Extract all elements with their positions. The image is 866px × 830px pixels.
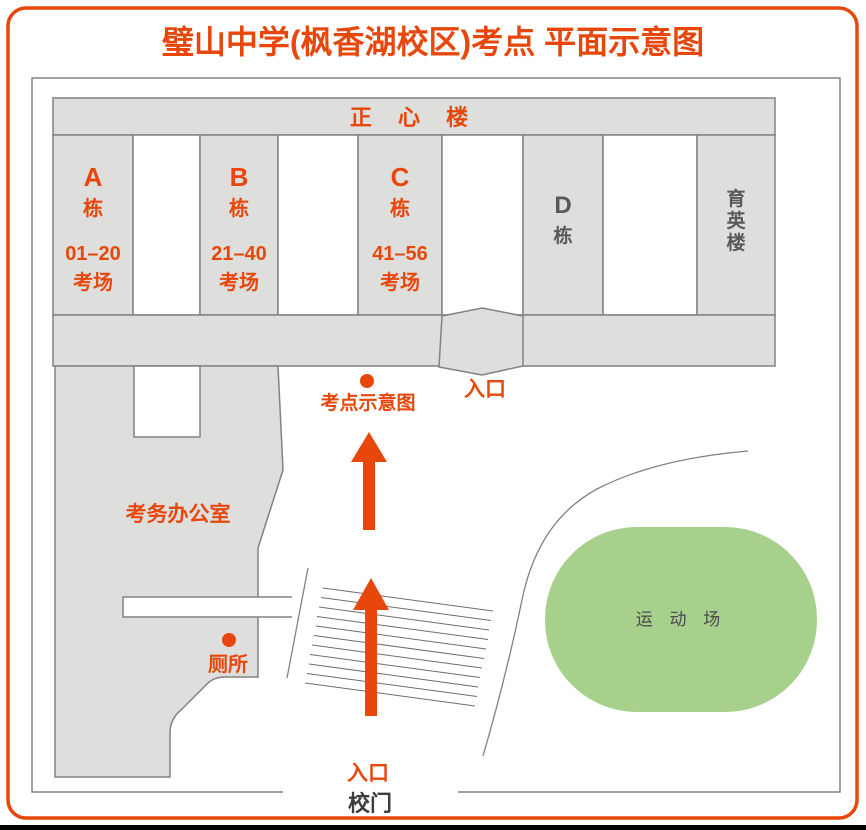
outer-frame	[6, 6, 859, 820]
building-b-letter: B	[230, 162, 249, 192]
route-arrow-upper	[351, 432, 387, 530]
school-gate-label: 校门	[348, 791, 392, 816]
gap-a-b	[132, 134, 201, 316]
building-b	[199, 134, 279, 316]
building-c-range: 41–56	[372, 243, 428, 265]
building-a-range: 01–20	[65, 243, 121, 265]
building-d	[522, 134, 604, 316]
building-yuying	[696, 134, 776, 316]
page-title: 璧山中学(枫香湖校区)考点 平面示意图	[162, 24, 704, 60]
building-zhengxin-label: 正 心 楼	[350, 105, 478, 130]
building-c-letter: C	[391, 162, 410, 192]
bottom-edge-strip	[0, 825, 866, 830]
building-a-unit: 栋	[83, 196, 103, 220]
route-arrow-lower	[353, 578, 389, 716]
entrance-bottom-label: 入口	[347, 762, 389, 785]
gap-c-d-passage	[441, 134, 524, 316]
entrance-mid-label: 入口	[464, 378, 506, 401]
building-a-letter: A	[84, 162, 103, 192]
building-c-unit: 栋	[390, 196, 410, 220]
building-d-unit: 栋	[553, 224, 572, 247]
building-yuying-label-1: 育	[726, 187, 745, 210]
building-zhengxin	[52, 97, 776, 136]
office-slot	[122, 596, 292, 618]
building-b-unit: 栋	[229, 196, 249, 220]
site-marker-label: 考点示意图	[320, 391, 415, 414]
entrance-passage	[438, 307, 524, 376]
building-b-range: 21–40	[211, 243, 267, 265]
corridor	[52, 314, 776, 367]
toilet-label: 厕所	[208, 653, 248, 676]
site-marker-dot	[360, 374, 374, 388]
building-c	[357, 134, 443, 316]
building-yuying-label-3: 楼	[726, 231, 745, 254]
building-c-rooms: 考场	[380, 270, 420, 294]
office-notch	[133, 365, 201, 438]
gap-b-c	[277, 134, 359, 316]
sports-field	[545, 527, 817, 712]
exam-office-block	[54, 365, 284, 778]
building-b-rooms: 考场	[219, 270, 259, 294]
building-yuying-label-2: 英	[726, 209, 746, 232]
exam-office-label: 考务办公室	[126, 502, 231, 526]
sports-field-label: 运 动 场	[636, 610, 726, 629]
building-a-rooms: 考场	[73, 270, 113, 294]
gap-d-yuying	[602, 134, 698, 316]
crossing-hatch	[304, 587, 494, 707]
road-edge-right	[482, 450, 749, 757]
building-d-letter: D	[554, 192, 571, 219]
toilet-dot	[222, 633, 236, 647]
road-edge-left	[286, 567, 309, 679]
